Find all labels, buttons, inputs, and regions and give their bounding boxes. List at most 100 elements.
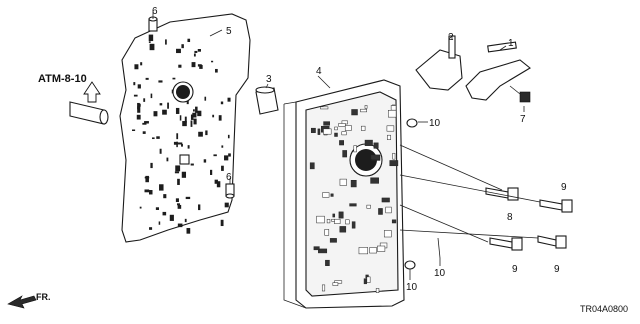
plate-hole	[205, 130, 208, 136]
valve-body-passage	[350, 180, 357, 188]
plate-hole	[224, 155, 229, 161]
plate-hole	[220, 101, 224, 105]
plate-hole	[175, 198, 179, 203]
plug-small-bottom	[404, 260, 416, 270]
valve-body-passage	[342, 150, 348, 158]
plate-hole	[211, 60, 214, 63]
plate-hole	[181, 171, 187, 178]
valve-body-passage	[339, 226, 347, 233]
plate-hole	[172, 77, 176, 80]
plate-hole	[198, 131, 203, 137]
valve-body-passage	[320, 106, 329, 110]
valve-body-passage	[322, 192, 330, 198]
plate-hole	[152, 137, 155, 140]
plate-hole	[215, 68, 218, 73]
plate-hole	[182, 121, 187, 127]
plate-hole	[184, 218, 187, 223]
plate-hole	[184, 116, 187, 123]
valve-body-passage	[325, 259, 330, 266]
valve-body-passage	[381, 197, 390, 203]
plate-hole	[169, 214, 174, 221]
valve-body-passage	[363, 278, 367, 285]
plate-hole	[148, 41, 151, 43]
valve-body-passage	[331, 218, 335, 222]
plate-hole	[181, 44, 184, 49]
plate-hole	[203, 159, 207, 163]
plate-hole	[216, 181, 221, 188]
callout-4: 4	[316, 66, 322, 77]
plate-hole	[165, 39, 167, 45]
callout-9-right-top: 9	[561, 182, 567, 193]
callout-3: 3	[266, 74, 272, 85]
plate-hole	[176, 141, 178, 148]
valve-body-passage	[332, 213, 336, 218]
valve-body-passage	[366, 204, 371, 209]
valve-body-passage	[334, 218, 341, 224]
plate-hole	[134, 64, 139, 70]
main-valve-body	[283, 79, 405, 309]
plate-hole	[175, 107, 180, 114]
callout-2: 2	[448, 32, 454, 43]
plate-hole	[198, 204, 201, 211]
plate-hole	[133, 94, 138, 97]
diagram-code: TR04A0800	[580, 304, 628, 314]
plate-hole	[159, 103, 163, 106]
plate-hole	[144, 189, 150, 193]
bolt-part-9-lower	[537, 235, 567, 249]
dowel-pin-bottom	[225, 183, 235, 199]
plate-hole	[150, 162, 153, 169]
plate-hole	[186, 228, 191, 234]
callout-10-top: 10	[429, 118, 441, 129]
bolt-part-8-upper	[485, 187, 519, 201]
valve-body-passage	[383, 230, 392, 238]
plate-hole	[199, 64, 203, 69]
valve-body-passage	[334, 132, 338, 137]
plate-hole	[204, 96, 207, 101]
plate-hole	[179, 115, 182, 121]
plate-hole	[145, 175, 149, 183]
plate-hole	[176, 133, 179, 140]
callout-1: 1	[508, 38, 514, 49]
plate-hole	[173, 141, 178, 145]
valve-body-passage	[329, 238, 337, 243]
plate-hole	[174, 171, 180, 174]
plate-hole	[178, 64, 182, 68]
plate-hole	[191, 62, 196, 68]
callout-7: 7	[520, 114, 526, 125]
plate-hole	[194, 50, 198, 53]
valve-body-passage	[313, 246, 320, 251]
valve-body-passage	[317, 128, 321, 135]
plate-hole	[133, 82, 136, 86]
plate-hole	[163, 194, 167, 199]
plate-hole	[132, 129, 136, 132]
valve-body-passage	[370, 154, 381, 160]
plate-hole	[177, 178, 180, 185]
dowel-pin-top	[148, 16, 158, 32]
plate-hole	[158, 80, 163, 83]
valve-body-passage	[364, 139, 373, 146]
front-label: FR.	[36, 292, 51, 302]
valve-body-passage	[334, 126, 338, 131]
pipe-part	[255, 86, 279, 115]
valve-body-passage	[390, 105, 397, 111]
plate-hole	[142, 122, 147, 125]
bracket-part-2	[415, 35, 463, 91]
callout-6-top: 6	[152, 6, 158, 17]
plate-hole	[137, 84, 141, 89]
plate-hole	[193, 118, 197, 125]
plate-hole	[167, 102, 169, 109]
valve-body-passage	[323, 128, 332, 135]
valve-body-passage	[377, 245, 386, 252]
plate-hole	[177, 204, 182, 209]
plate-hole	[159, 184, 164, 191]
plate-hole	[195, 106, 198, 113]
plate-hole	[153, 111, 158, 117]
plate-hole	[139, 206, 142, 209]
plate-hole	[155, 207, 160, 210]
valve-body-passage	[353, 145, 357, 153]
plate-hole	[136, 114, 141, 120]
bracket-part-1	[465, 41, 531, 101]
plate-hole	[228, 153, 231, 157]
plate-hole	[212, 114, 215, 118]
